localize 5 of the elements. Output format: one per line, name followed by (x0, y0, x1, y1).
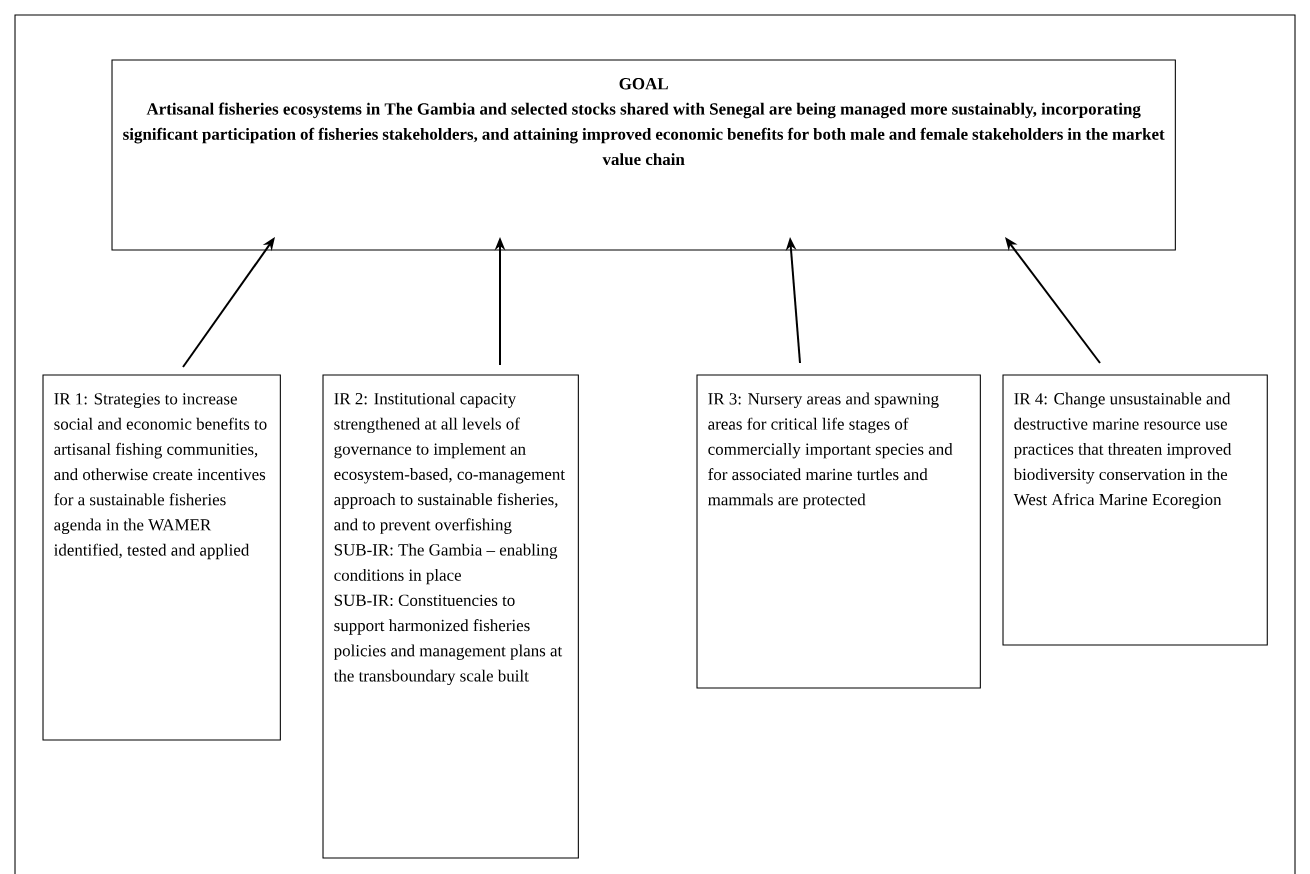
result-box: IR 4: Change unsustainable and destructive marine resource use practices that threaten improved biodiversity conservation in the West Africa Marine Ecoregion (1002, 374, 1268, 646)
goal-box: GOAL Artisanal fisheries ecosystems in The Gambia and selected stocks shared with Senegal are being managed more sustainably, incorporating significant participation of fisheries stakeholders, and attaining improved economic benefits for both male and female stakeholders in the market value chain (111, 59, 1176, 251)
result-box: IR 2: Institutional capacity strengthened at all levels of governance to implement an ecosystem-based, co-management approach to sustainable fisheries, and to prevent overfishing SUB-IR: The Gambia – enabling conditions in place SUB-IR: Constituencies to support harmonized fisheries policies and management plans at the transboundary scale built (322, 374, 579, 859)
result-box: IR 3: Nursery areas and spawning areas for critical life stages of commercially important species and for associated marine turtles and mammals are protected (696, 374, 981, 689)
result-box: IR 1: Strategies to increase social and economic benefits to artisanal fishing communities, and otherwise create incentives for a sustainable fisheries agenda in the WAMER identified, tested and applied (42, 374, 281, 741)
